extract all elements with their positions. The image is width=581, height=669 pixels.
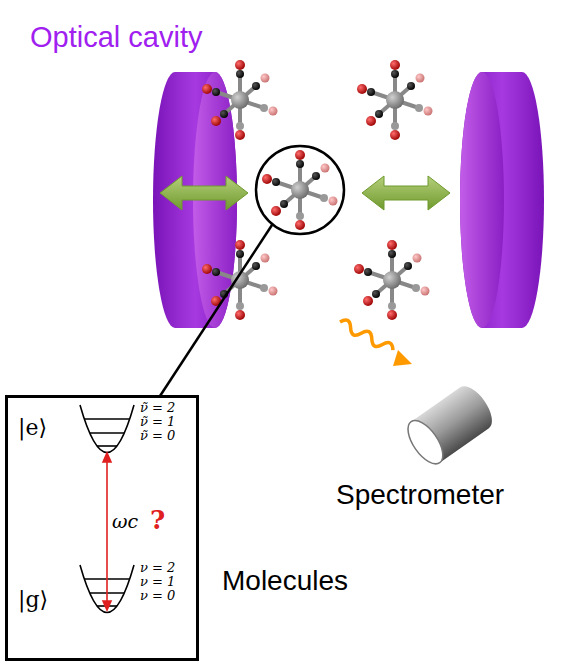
state-label: |e⟩ <box>18 416 47 440</box>
question-mark: ? <box>150 506 165 535</box>
level-label: ν̃ = 2 <box>140 401 175 415</box>
level-label: ν̃ = 0 <box>140 429 175 443</box>
frequency-label: ωc <box>112 511 138 532</box>
level-label: ν = 0 <box>140 589 175 603</box>
level-label: ν = 1 <box>140 575 175 589</box>
level-label: ν̃ = 1 <box>140 415 175 429</box>
state-label: |g⟩ <box>18 588 48 612</box>
energy-level-inset: |e⟩ ν̃ = 2ν̃ = 1ν̃ = 0 ωc? |g⟩ ν = 2ν = 1ν =… <box>5 395 199 661</box>
spectrometer-label: Spectrometer <box>336 480 504 511</box>
cavity-title: Optical cavity <box>30 22 202 54</box>
level-label: ν = 2 <box>140 561 175 575</box>
molecules-label: Molecules <box>222 566 348 597</box>
